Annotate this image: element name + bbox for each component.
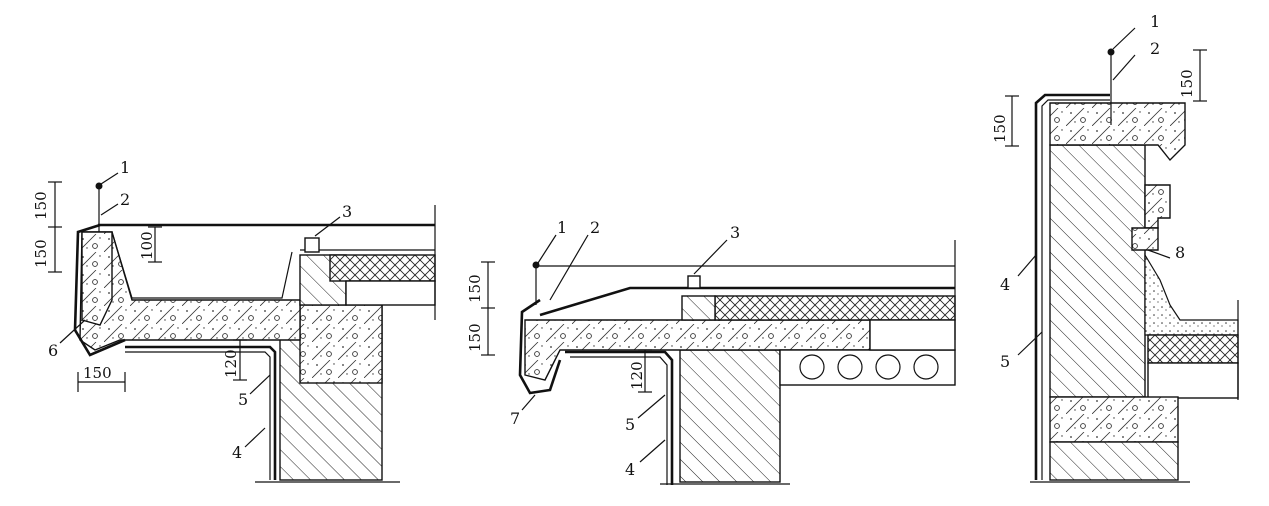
callout-2-3: 3 [730, 223, 740, 242]
parapet-block-2 [681, 295, 716, 321]
ring-beam-1 [299, 304, 383, 384]
lower-wall-3 [1049, 441, 1179, 481]
insulation-3 [1147, 334, 1239, 364]
coping-3 [1049, 102, 1186, 162]
brick-wall-3 [1049, 144, 1146, 398]
callout-2-1: 1 [557, 218, 567, 237]
downspout-2b [570, 356, 668, 485]
slab-3 [1147, 362, 1239, 399]
rod-tip-3 [1107, 48, 1115, 56]
detail-3: 1 2 4 5 8 150 150 [991, 12, 1239, 483]
callout-2-2: 2 [590, 218, 600, 237]
rod-tip-1 [95, 182, 103, 190]
fixing-block-2 [687, 275, 701, 289]
detail-1: 1 2 3 4 5 6 150 150 100 150 120 [32, 158, 436, 483]
corbel-3 [1144, 184, 1171, 229]
leader-1-2 [100, 203, 119, 216]
rod-tip-2 [532, 261, 540, 269]
dim-2-b: 150 [466, 323, 484, 352]
leader-1-3 [314, 216, 341, 237]
roof-line-2 [539, 286, 955, 317]
callout-1-1: 1 [120, 158, 130, 177]
fillet-3 [1144, 252, 1239, 336]
callout-3-1: 1 [1150, 12, 1160, 31]
leader-1-6 [59, 319, 86, 344]
callout-3-2: 2 [1150, 39, 1160, 58]
downspout-2 [565, 350, 674, 485]
dim-3-a: 150 [1178, 69, 1196, 98]
detail-2: 1 2 3 4 5 7 150 150 120 [466, 218, 956, 485]
insulation-1 [329, 254, 436, 282]
gutter-slab-1 [79, 231, 301, 351]
downspout-1b [125, 351, 271, 480]
gutter-lip-1 [81, 231, 113, 326]
callout-2-5: 5 [625, 415, 635, 434]
callout-3-8: 8 [1175, 243, 1185, 262]
callout-1-6: 6 [48, 341, 58, 360]
callout-1-4: 4 [232, 443, 242, 462]
callout-2-4: 4 [625, 460, 635, 479]
ring-beam-3 [1049, 396, 1179, 443]
dim-2-c: 120 [628, 361, 646, 390]
corbel-3b [1131, 227, 1159, 251]
dim-1-d: 150 [83, 364, 112, 382]
dim-1-a: 150 [32, 191, 50, 220]
callout-1-2: 2 [120, 190, 130, 209]
flashing-3 [1034, 93, 1110, 480]
gutter-trough-1 [111, 231, 293, 299]
leader-1-5 [249, 374, 271, 395]
dim-1-c: 100 [138, 231, 156, 260]
fixing-block-1 [304, 237, 320, 253]
brick-wall-2 [679, 349, 781, 483]
callout-2-7: 7 [510, 409, 520, 428]
leader-1-4 [244, 427, 266, 448]
downspout-1 [125, 345, 277, 480]
slab-end-2 [869, 319, 956, 351]
dim-2-a: 150 [466, 274, 484, 303]
flashing-3b [1041, 99, 1110, 480]
callout-1-3: 3 [342, 202, 352, 221]
insulation-2 [714, 295, 956, 321]
dim-3-b: 150 [991, 114, 1009, 143]
callout-3-5: 5 [1000, 352, 1010, 371]
dim-1-e: 120 [222, 349, 240, 378]
slab-1 [345, 280, 436, 306]
dim-1-b: 150 [32, 239, 50, 268]
leader-1-1 [100, 172, 119, 185]
callout-3-4: 4 [1000, 275, 1010, 294]
callout-1-5: 5 [238, 390, 248, 409]
flashing-2 [518, 298, 562, 395]
